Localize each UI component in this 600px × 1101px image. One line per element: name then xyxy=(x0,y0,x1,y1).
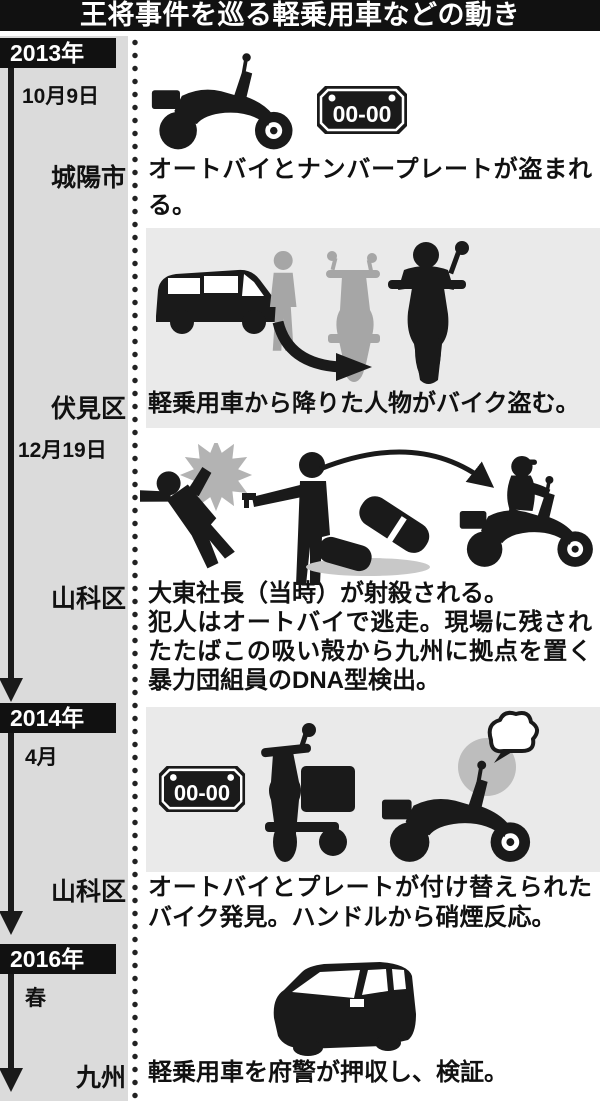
timeline-line-2016 xyxy=(8,974,14,1068)
arc-arrow-icon xyxy=(319,449,495,488)
smoke-puff-icon xyxy=(487,710,539,763)
timeline-line-2013 xyxy=(8,68,14,678)
rider-motorcycle-icon xyxy=(459,455,593,567)
timeline-arrow-2016 xyxy=(0,1068,23,1092)
date-label: 4月 xyxy=(25,746,58,769)
date-label: 春 xyxy=(25,987,46,1010)
title-bar: 王将事件を巡る軽乗用車などの動き xyxy=(0,0,600,31)
location-label: 九州 xyxy=(75,1064,126,1092)
year-badge-2016: 2016年 xyxy=(0,944,116,974)
dotted-divider xyxy=(131,36,139,1101)
location-label: 伏見区 xyxy=(50,395,126,423)
year-badge-2014: 2014年 xyxy=(0,703,116,733)
event-description: 大東社長（当時）が射殺される。 犯人はオートバイで逃走。現場に残されたたばこの吸… xyxy=(148,579,592,695)
curved-arrow-icon xyxy=(272,320,372,381)
event-description: オートバイとナンバープレートが盗まれる。 xyxy=(148,156,592,219)
license-plate-icon xyxy=(316,85,408,135)
kei-car-icon xyxy=(273,962,416,1056)
event-description: 軽乗用車を府警が押収し、検証。 xyxy=(148,1059,508,1086)
location-label: 山科区 xyxy=(50,878,126,906)
rider-front-icon xyxy=(388,241,469,384)
date-label: 12月19日 xyxy=(18,439,107,462)
event-description: オートバイとプレートが付け替えられたバイク発見。ハンドルから硝煙反応。 xyxy=(148,874,592,931)
scooter-icon xyxy=(261,723,355,862)
recovered-bikes-scene xyxy=(158,710,539,862)
cigarette-butt-icon xyxy=(306,496,430,576)
kei-van-icon xyxy=(156,269,280,334)
timeline-arrow-2013 xyxy=(0,678,23,702)
event-description-line: 大東社長（当時）が射殺される。 xyxy=(148,580,508,607)
shot-victim-icon xyxy=(140,467,235,569)
shooter-icon xyxy=(242,452,330,585)
location-label: 城陽市 xyxy=(50,164,126,192)
page-title: 王将事件を巡る軽乗用車などの動き xyxy=(80,0,520,30)
timeline-line-2014 xyxy=(8,733,14,911)
date-label: 10月9日 xyxy=(22,85,100,108)
timeline-arrow-2014 xyxy=(0,911,23,935)
location-label: 山科区 xyxy=(50,585,126,613)
event-description-line: 犯人はオートバイで逃走。現場に残されたたばこの吸い殻から九州に拠点を置く暴力団組… xyxy=(148,609,592,694)
license-plate-icon xyxy=(158,765,246,813)
shooting-scene xyxy=(140,443,593,585)
motorcycle-icon xyxy=(151,53,293,150)
timeline-column xyxy=(0,36,128,1101)
year-badge-2013: 2013年 xyxy=(0,38,116,68)
bike-theft-scene xyxy=(156,241,469,384)
gunshot-burst-icon xyxy=(179,443,253,512)
event-description: 軽乗用車から降りた人物がバイク盗む。 xyxy=(148,390,580,417)
